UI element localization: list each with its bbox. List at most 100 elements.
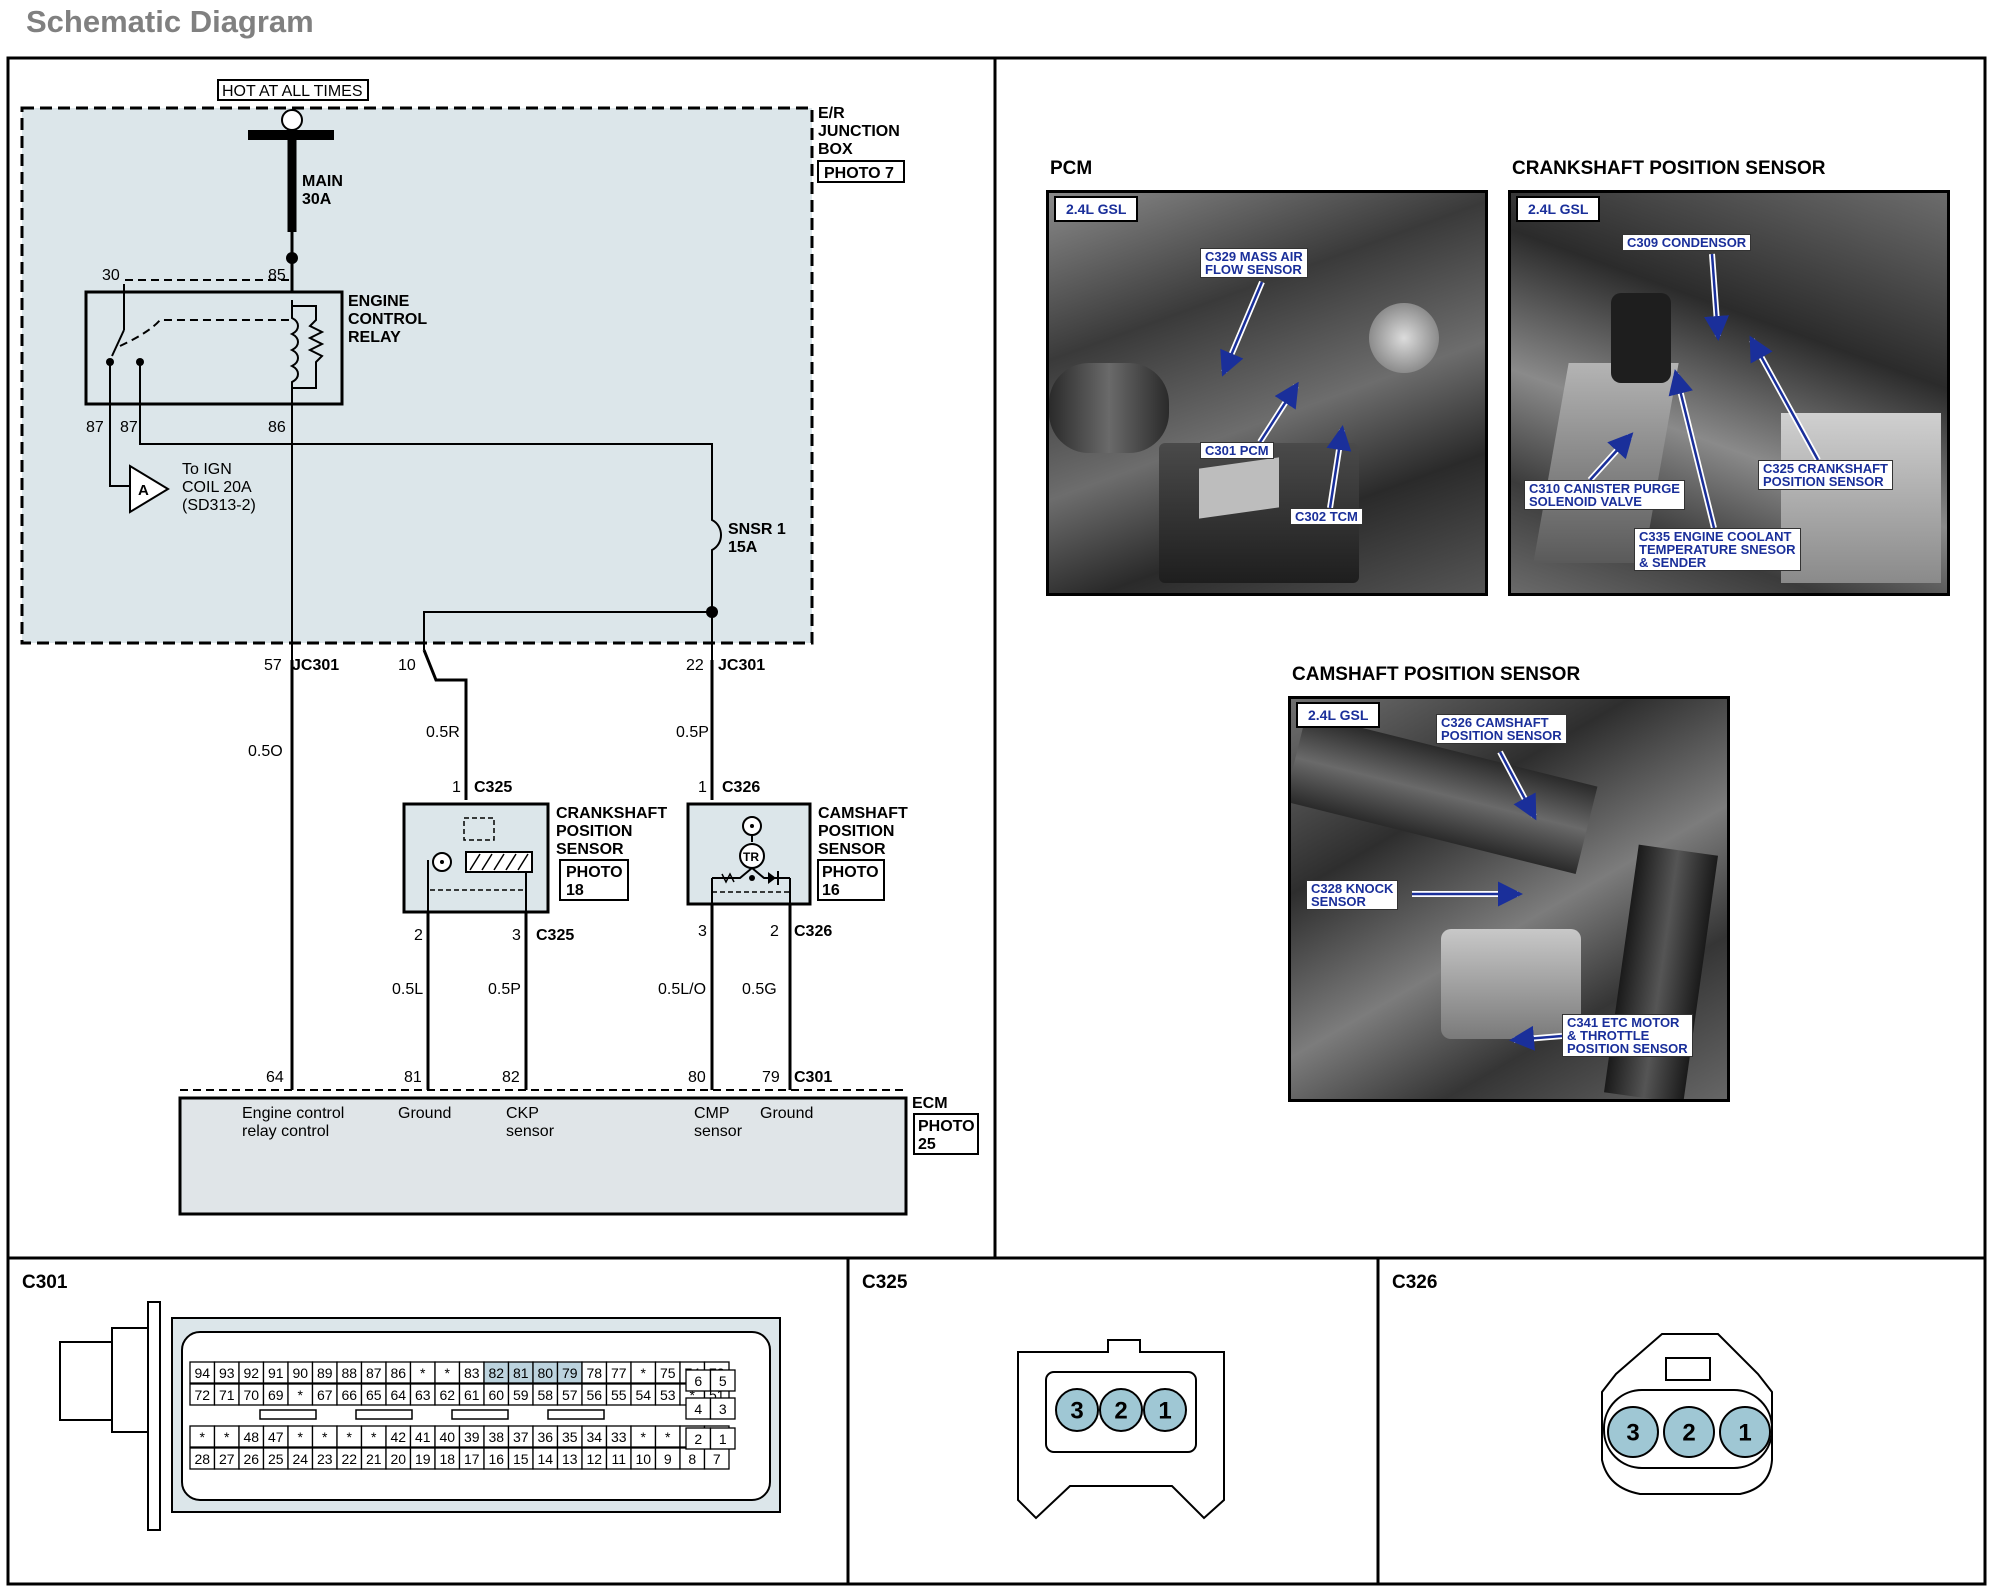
c301-pin-label: 24 [292, 1451, 308, 1467]
c301-pin-label: 40 [439, 1429, 455, 1445]
jc-right-label: JC301 [718, 657, 765, 674]
cmp-label-line3: SENSOR [818, 841, 886, 858]
cmp-pin-3: 3 [698, 923, 707, 940]
c326-pin [1663, 1406, 1715, 1458]
cmp-photo-tag: 2.4L GSL [1296, 702, 1381, 728]
c301-pin-label: 8 [688, 1451, 696, 1467]
cmp-photo-box [817, 859, 885, 901]
crankshaft-position-sensor-symbol [402, 802, 550, 914]
c301-pin-label: 48 [243, 1429, 259, 1445]
camshaft-position-sensor-symbol: TR [686, 802, 812, 906]
to-ign-line1: To IGN [182, 461, 232, 478]
c326-pin-label: 1 [1738, 1420, 1751, 1447]
cmp-connector-top: C326 [722, 779, 760, 796]
c301-pin-label: 1 [719, 1431, 727, 1447]
pcm-callout-c301: C301 PCM [1200, 442, 1274, 459]
ckp-label-line3: SENSOR [556, 841, 624, 858]
wire-label-0.5L: 0.5L [392, 981, 423, 998]
c301-pin-label: 83 [464, 1365, 480, 1381]
snsr-fuse [711, 500, 722, 612]
c301-pin-label: 93 [219, 1365, 235, 1381]
c301-pin-label: 4 [694, 1401, 702, 1417]
c301-pin-label: 34 [586, 1429, 602, 1445]
c301-pin-label: * [665, 1429, 671, 1445]
cmp-photo-title: CAMSHAFT POSITION SENSOR [1292, 664, 1581, 685]
c325-title: C325 [862, 1272, 908, 1293]
c301-pin-label: 41 [415, 1429, 431, 1445]
cmp-label-line1: CAMSHAFT [818, 805, 908, 822]
ecm-photo-box [913, 1113, 979, 1155]
c301-pin-label: 66 [341, 1387, 357, 1403]
cmp-photo-label: PHOTO [822, 864, 879, 881]
c301-pin-label: 70 [243, 1387, 259, 1403]
to-ign-line3: (SD313-2) [182, 497, 256, 514]
c301-pin-label: * [298, 1387, 304, 1403]
jc-pin-10: 10 [398, 657, 416, 674]
c301-key-bar [451, 1409, 509, 1420]
ecm-label-relay-control: relay control [242, 1123, 329, 1140]
relay-pin-87a: 87 [86, 419, 104, 436]
ckp-photo-label: PHOTO [566, 864, 623, 881]
c301-pin-label: 16 [488, 1451, 504, 1467]
ecm-label: ECM [912, 1095, 948, 1112]
c301-pin-label: 3 [719, 1401, 727, 1417]
junction-box [20, 106, 814, 645]
c326-title: C326 [1392, 1272, 1437, 1293]
relay-pin-86: 86 [268, 419, 286, 436]
c301-pin-label: 7 [713, 1451, 721, 1467]
ecm-label-engine-control: Engine control [242, 1105, 344, 1122]
c326-pin-label: 3 [1626, 1420, 1639, 1447]
c301-pin-label: * [347, 1429, 353, 1445]
c301-pin-label: 69 [268, 1387, 284, 1403]
c301-pin-label: 88 [341, 1365, 357, 1381]
c301-pin-label: 86 [390, 1365, 406, 1381]
c301-pin-label: 90 [292, 1365, 308, 1381]
ckp-callout-c335: C335 ENGINE COOLANT TEMPERATURE SNESOR &… [1634, 528, 1801, 571]
to-ign-connector-triangle [129, 464, 170, 514]
c301-pin-label: 47 [268, 1429, 284, 1445]
c301-pin-label: 2 [694, 1431, 702, 1447]
cmp-callout-c341: C341 ETC MOTOR & THROTTLE POSITION SENSO… [1562, 1014, 1693, 1057]
pcm-callout-c329: C329 MASS AIR FLOW SENSOR [1200, 248, 1308, 278]
c301-pin-label: 39 [464, 1429, 480, 1445]
c301-pin-label: * [298, 1429, 304, 1445]
c301-pin-label: * [690, 1387, 696, 1403]
c301-pin-label: 14 [537, 1451, 553, 1467]
c301-pin-label: * [420, 1365, 426, 1381]
c301-pin-label: 67 [317, 1387, 333, 1403]
c326-pin [1719, 1406, 1771, 1458]
snsr-fuse-rating: 15A [728, 539, 758, 556]
c301-pin-label: 81 [513, 1365, 529, 1381]
c301-pin-label: 75 [660, 1365, 676, 1381]
wire-label-0.5R: 0.5R [426, 724, 460, 741]
c301-pin-cell [709, 1397, 736, 1420]
ecm-box [178, 1096, 908, 1216]
pcm-photo-tag: 2.4L GSL [1054, 196, 1139, 222]
ecm-pin-80: 80 [688, 1069, 706, 1086]
wire-label-0.5P: 0.5P [676, 724, 709, 741]
c301-pin-label: 64 [390, 1387, 406, 1403]
ecm-pin-79: 79 [762, 1069, 780, 1086]
c301-pin-label: 63 [415, 1387, 431, 1403]
ecm-label-ckp: CKP [506, 1105, 539, 1122]
c301-pin-label: 35 [562, 1429, 578, 1445]
svg-text:CONTROL: CONTROL [348, 311, 427, 328]
c301-pin-label: 20 [390, 1451, 406, 1467]
c301-pin-label: 55 [611, 1387, 627, 1403]
ckp-photo-number: 18 [566, 882, 584, 899]
snsr-fuse-name: SNSR 1 [728, 521, 786, 538]
c301-pin-label: 9 [664, 1451, 672, 1467]
svg-text:BOX: BOX [818, 141, 853, 158]
c301-pin-label: 28 [194, 1451, 210, 1467]
c301-pin-label: 78 [586, 1365, 602, 1381]
svg-text:JUNCTION: JUNCTION [818, 123, 900, 140]
cmp-callout-c328: C328 KNOCK SENSOR [1306, 880, 1399, 910]
c301-pin-label: 91 [268, 1365, 284, 1381]
c301-pin-label: * [445, 1365, 451, 1381]
c301-pin-label: 77 [611, 1365, 627, 1381]
ecm-pin-82: 82 [502, 1069, 520, 1086]
c325-pin [1143, 1388, 1187, 1432]
c301-pin-label: 59 [513, 1387, 529, 1403]
c301-pin-label: 53 [660, 1387, 676, 1403]
